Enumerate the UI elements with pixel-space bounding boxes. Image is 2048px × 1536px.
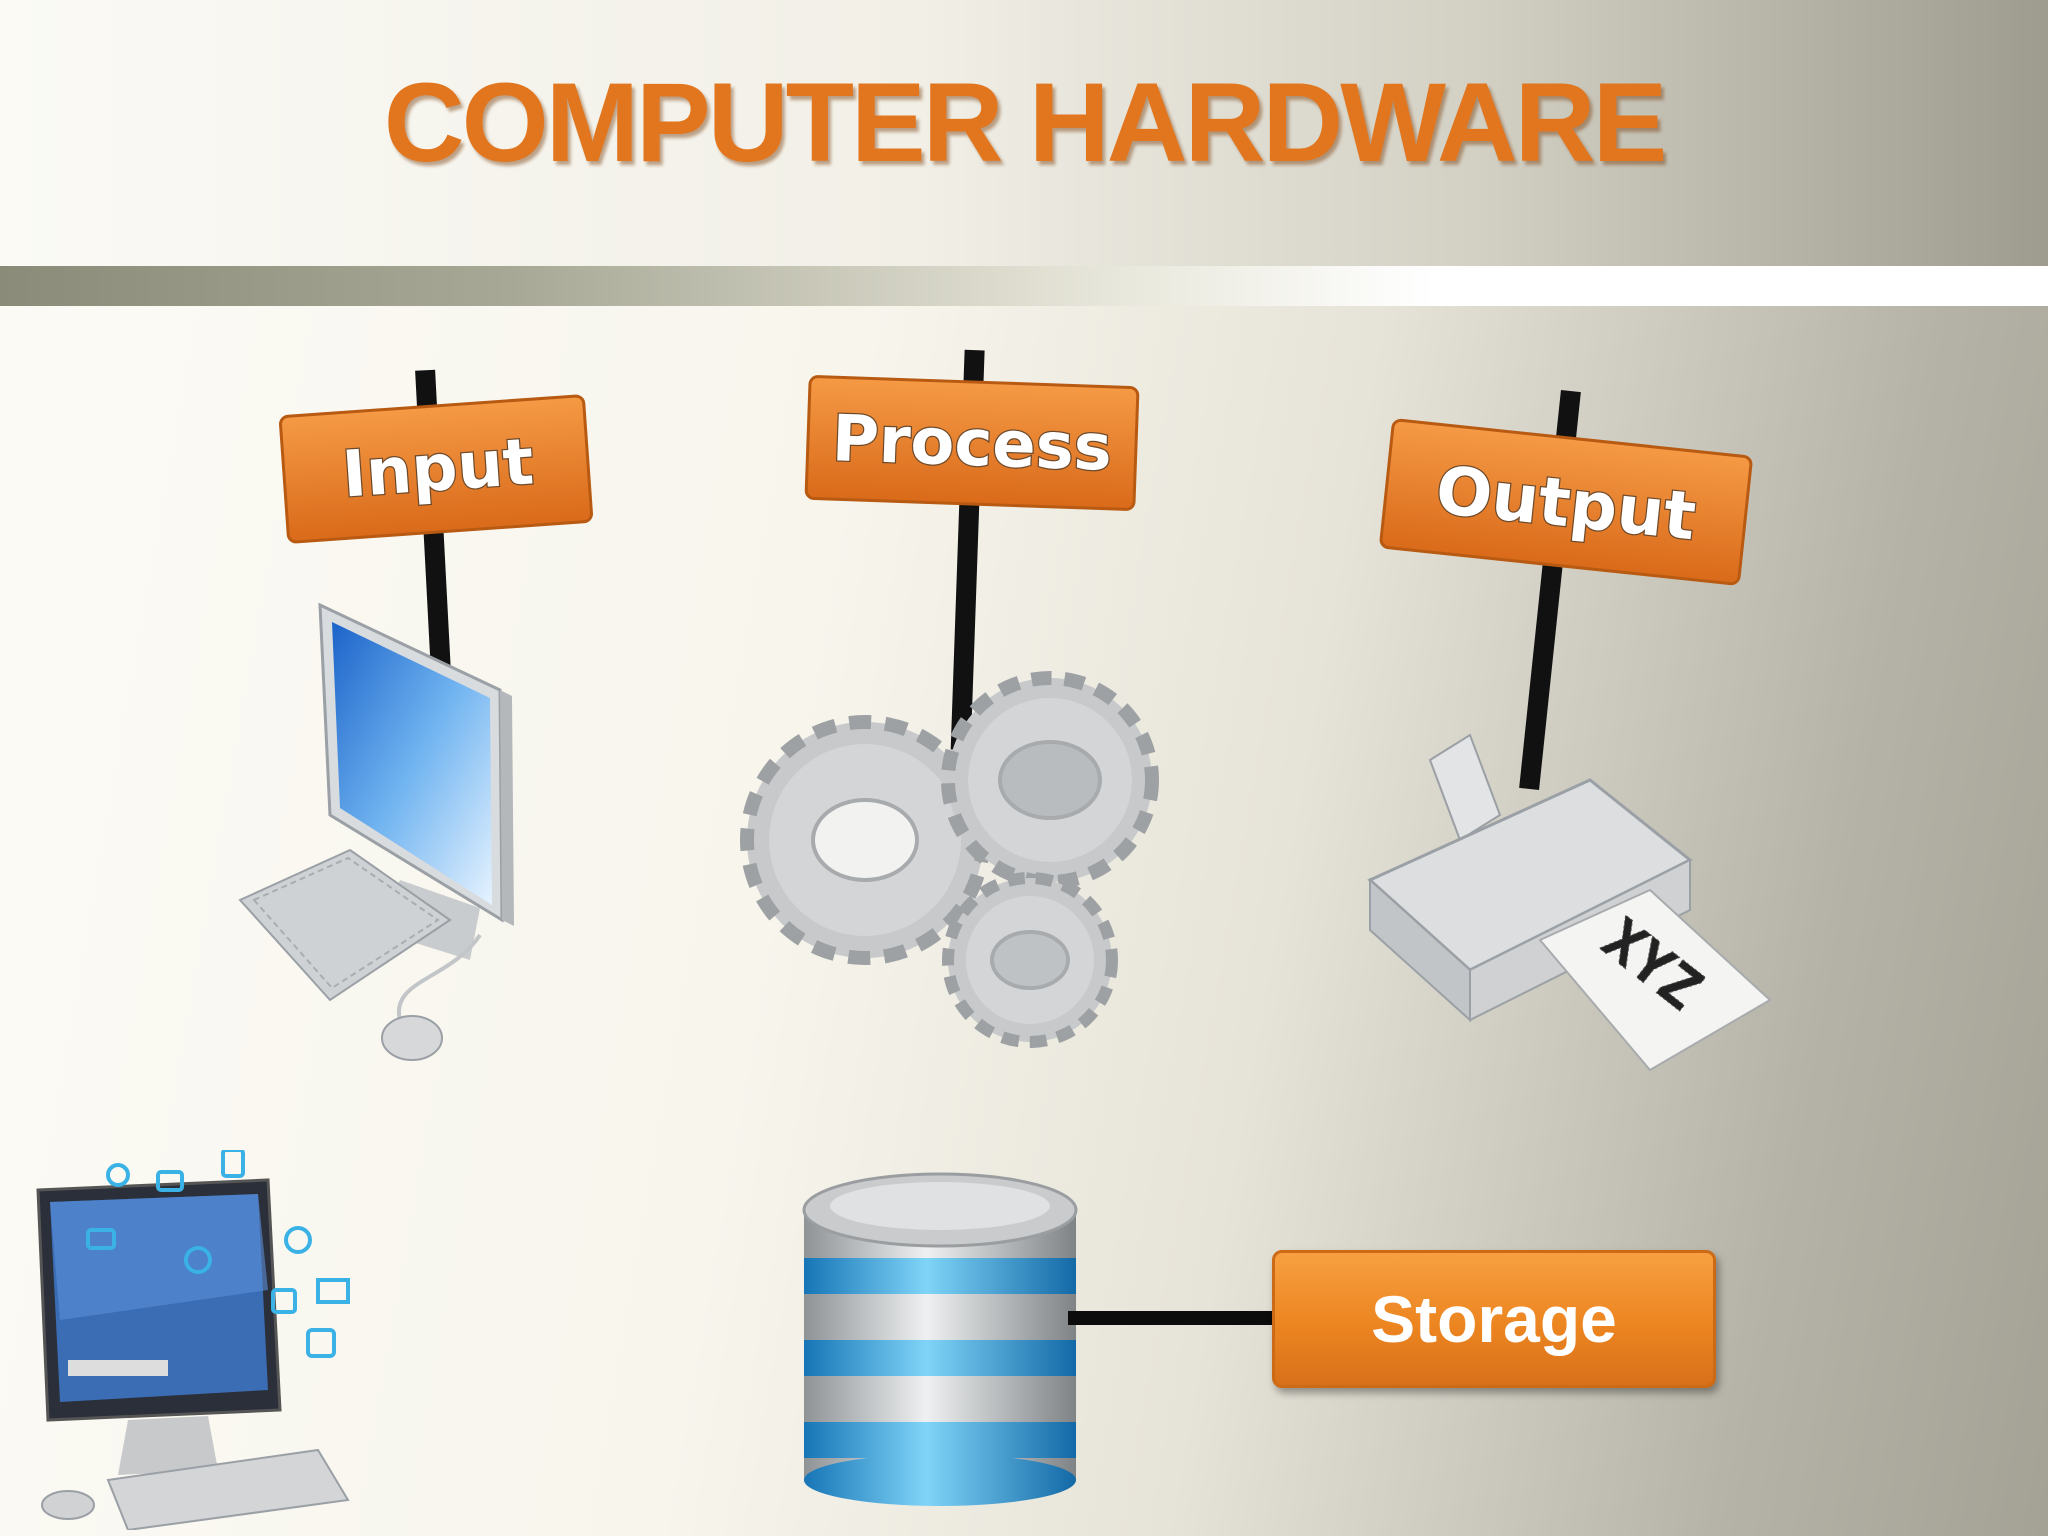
storage-box: Storage (1272, 1250, 1716, 1388)
database-icon (802, 1172, 1078, 1506)
app-icons-cloud (86, 1150, 350, 1358)
input-sign-board (279, 394, 593, 544)
input-computer-illustration: Input (238, 369, 593, 1061)
slide-title: COMPUTER HARDWARE (383, 60, 1668, 185)
gear-icon (942, 872, 1118, 1048)
process-gears-illustration: Process (740, 349, 1159, 1048)
process-sign-label: Process (831, 402, 1113, 486)
header-divider-bar (0, 266, 2048, 306)
mouse-icon (381, 1015, 443, 1061)
process-sign-board (804, 375, 1140, 511)
printed-paper: XYZ (1538, 888, 1772, 1072)
storage-connector-line (1068, 1311, 1274, 1325)
gear-icon (941, 671, 1159, 889)
input-sign-label: Input (340, 425, 536, 512)
storage-label: Storage (1371, 1282, 1617, 1356)
computer-apps-illustration (36, 1150, 350, 1530)
output-sign-board (1379, 418, 1753, 586)
mouse-cable (396, 933, 482, 1021)
keyboard-icon (238, 848, 452, 1002)
all-in-one-computer-icon (36, 1178, 350, 1530)
slide-header: COMPUTER HARDWARE (0, 0, 2048, 266)
output-printer-illustration: Output XYZ (1367, 390, 1772, 1072)
